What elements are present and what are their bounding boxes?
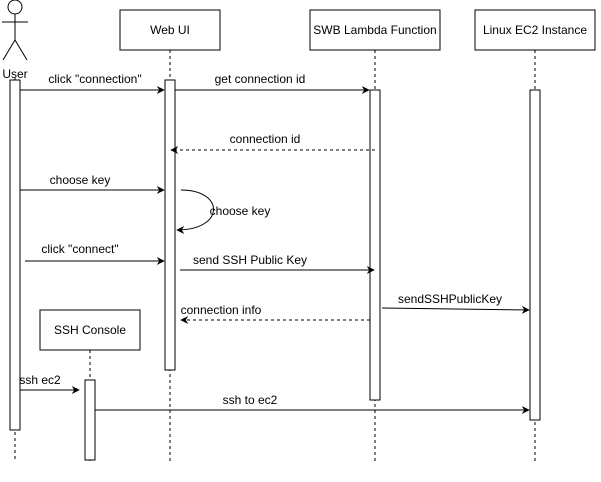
message-label: choose key: [50, 173, 111, 187]
self-message-arrow: [176, 189, 214, 234]
message-label: choose key: [210, 204, 271, 218]
message-label: click "connect": [41, 242, 118, 256]
message-label: connection id: [230, 132, 301, 146]
user-actor-label: User: [2, 67, 27, 81]
message-label: get connection id: [215, 72, 306, 86]
message-label: send SSH Public Key: [193, 253, 307, 267]
console-box: [39, 309, 141, 351]
message-label: connection info: [181, 303, 262, 317]
message-arrow: [381, 305, 530, 314]
console-label: SSH Console: [54, 323, 126, 337]
lambda-activation: [369, 89, 381, 401]
lambda-label: SWB Lambda Function: [313, 23, 436, 37]
ec2-activation: [529, 89, 541, 421]
message-label: ssh to ec2: [223, 393, 278, 407]
webui-box: [119, 9, 221, 51]
message-label: ssh ec2: [19, 373, 61, 387]
ec2-box: [474, 9, 596, 51]
lambda-box: [309, 9, 441, 51]
console-activation: [84, 379, 96, 461]
webui-label: Web UI: [150, 23, 190, 37]
user-activation: [9, 79, 21, 431]
message-label: click "connection": [48, 72, 141, 86]
message-label: sendSSHPublicKey: [398, 292, 502, 306]
webui-activation: [164, 79, 176, 371]
ec2-label: Linux EC2 Instance: [483, 23, 587, 37]
user-actor-icon: [2, 0, 28, 61]
